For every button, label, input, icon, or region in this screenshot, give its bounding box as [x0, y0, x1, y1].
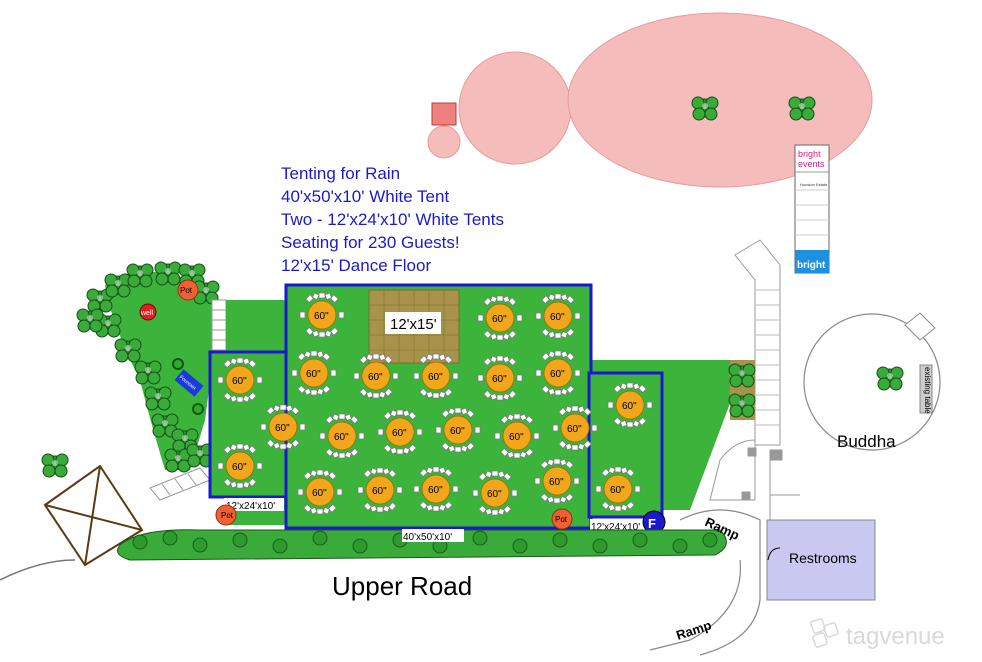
svg-text:bright: bright [797, 260, 826, 271]
svg-text:60": 60" [312, 488, 327, 499]
note-line-3: Two - 12'x24'x10' White Tents [281, 210, 504, 229]
note-line-2: 40'x50'x10' White Tent [281, 187, 449, 206]
main-tent-label: 40'x50'x10' [403, 532, 452, 543]
tree-icon [691, 96, 719, 121]
note-line-5: 12'x15' Dance Floor [281, 256, 431, 275]
dance-floor-label: 12'x15' [390, 316, 437, 333]
note-line-1: Tenting for Rain [281, 164, 400, 183]
svg-text:60": 60" [392, 428, 407, 439]
existing-table-label: existing table [923, 367, 932, 414]
svg-text:60": 60" [232, 462, 247, 473]
svg-text:60": 60" [567, 424, 582, 435]
svg-text:60": 60" [487, 489, 502, 500]
svg-text:60": 60" [492, 374, 507, 385]
tent-circles [427, 12, 873, 188]
right-tent-label: 12'x24'x10' [591, 522, 640, 533]
pot-label: Pot [180, 286, 193, 295]
watermark-text: tagvenue [846, 623, 945, 650]
pot-label: Pot [555, 515, 568, 524]
bright-events-logo: bright events Houston Estate bright [794, 144, 830, 274]
tree-icon [788, 96, 816, 121]
restrooms-label: Restrooms [789, 550, 857, 566]
restrooms [766, 519, 876, 601]
svg-text:60": 60" [428, 485, 443, 496]
svg-text:60": 60" [275, 423, 290, 434]
right-stairs [709, 239, 800, 520]
gazebo [0, 464, 144, 581]
svg-text:60": 60" [428, 372, 443, 383]
buddha-label: Buddha [837, 432, 896, 451]
svg-text:60": 60" [314, 311, 329, 322]
upper-road-label: Upper Road [332, 571, 472, 601]
note-line-4: Seating for 230 Guests! [281, 233, 460, 252]
svg-text:60": 60" [334, 432, 349, 443]
ramp-label-lower: Ramp [674, 617, 713, 642]
svg-text:60": 60" [550, 312, 565, 323]
pot-label: Pot [221, 511, 234, 520]
svg-text:60": 60" [450, 426, 465, 437]
left-tent-label: 12'x24'x10' [226, 501, 275, 512]
tree-icon [876, 366, 904, 391]
svg-text:60": 60" [549, 477, 564, 488]
watermark: tagvenue [810, 618, 945, 650]
svg-text:60": 60" [492, 314, 507, 325]
buddha-area: existing table Buddha [803, 312, 941, 451]
svg-text:60": 60" [306, 369, 321, 380]
ramp-paths [649, 509, 761, 656]
svg-text:Houston Estate: Houston Estate [800, 182, 828, 187]
svg-text:60": 60" [550, 369, 565, 380]
svg-text:60": 60" [622, 401, 637, 412]
fire-extinguisher-icon: F [648, 516, 656, 531]
svg-text:60": 60" [509, 432, 524, 443]
svg-text:60": 60" [372, 486, 387, 497]
tenting-notes: Tenting for Rain 40'x50'x10' White Tent … [281, 164, 504, 275]
svg-text:60": 60" [232, 376, 247, 387]
well-label: well [140, 310, 154, 317]
table-labels: 60" 60" 60" 60" 60" 60" 60" 60" 60" 60" … [232, 311, 637, 500]
svg-text:60": 60" [368, 372, 383, 383]
left-garden: well Pot Fountain [41, 261, 250, 501]
svg-text:events: events [798, 159, 825, 169]
svg-text:bright: bright [798, 149, 821, 159]
svg-text:60": 60" [610, 485, 625, 496]
hedge [117, 529, 727, 561]
